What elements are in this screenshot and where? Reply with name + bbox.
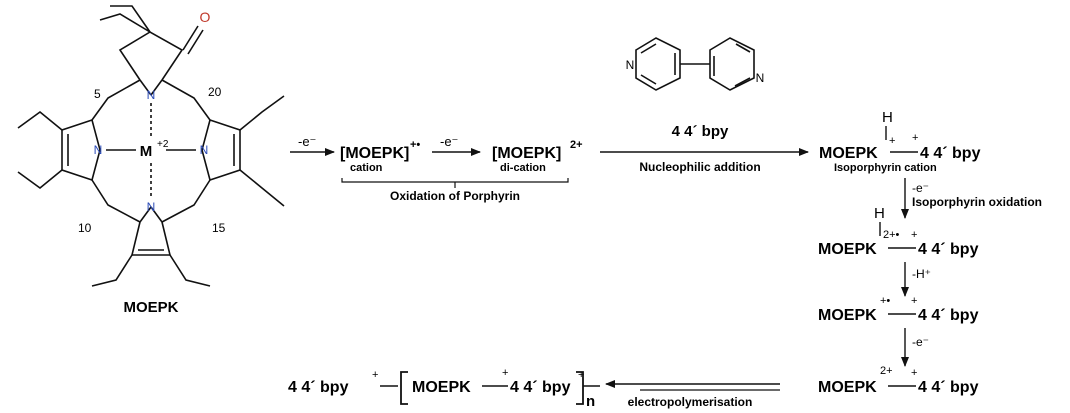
moepk-3: MOEPK — [818, 307, 877, 324]
dication-charge: 2+ — [570, 139, 583, 151]
bipyridine-label: 4 4´ bpy — [672, 123, 729, 140]
meso-label-15: 15 — [212, 221, 226, 235]
moepk-structure — [17, 5, 285, 287]
ethyl-top-2 — [110, 5, 151, 33]
plus-3: + — [911, 295, 917, 307]
meso-label-10: 10 — [78, 221, 92, 235]
pyrrole-top — [118, 31, 184, 81]
ethyl-right-2 — [239, 169, 285, 207]
isoporphyrin-cation-label: Isoporphyrin cation — [834, 162, 937, 174]
nitrogen-right: N — [200, 143, 209, 157]
ethyl-top-1 — [99, 13, 151, 33]
polymer-plus-1: + — [372, 369, 378, 381]
ethyl-bottom-1 — [91, 254, 133, 287]
plus-2: + — [911, 229, 917, 241]
pyrrole-bottom — [130, 221, 172, 256]
charge-3: +• — [880, 295, 890, 307]
meso-label-5: 5 — [94, 87, 101, 101]
electron-loss-3: -e⁻ — [912, 181, 929, 195]
metal-charge: +2 — [157, 139, 169, 150]
bpy-2: 4 4´ bpy — [918, 241, 979, 258]
radical-cation: [MOEPK] — [340, 145, 409, 162]
nitrogen-bottom: N — [147, 200, 156, 214]
plus-1b: + — [912, 132, 918, 144]
isoporphyrin-oxidation-label: Isoporphyrin oxidation — [912, 195, 1042, 209]
polymer-end-bpy: 4 4´ bpy — [288, 379, 349, 396]
dication-label: di-cation — [500, 162, 546, 174]
bpy-4: 4 4´ bpy — [918, 379, 979, 396]
nitrogen-left: N — [94, 143, 103, 157]
oxidation-label: Oxidation of Porphyrin — [390, 189, 520, 203]
pyrrole-right — [209, 119, 241, 181]
meso-20 — [161, 79, 211, 121]
meso-5 — [91, 79, 141, 121]
charge-2: 2+• — [883, 229, 900, 241]
ethyl-right-1 — [239, 95, 285, 131]
polymer-bracket-left — [400, 371, 408, 405]
polymer-bpy: 4 4´ bpy — [510, 379, 571, 396]
ketone-oxygen: O — [200, 9, 211, 25]
charge-4: 2+ — [880, 365, 893, 377]
moepk-name: MOEPK — [123, 299, 178, 316]
bipyridine-structure — [635, 37, 755, 91]
moepk-2: MOEPK — [818, 241, 877, 258]
oxidation-bracket — [341, 178, 569, 183]
polymer-bracket-right — [576, 371, 584, 405]
pyrrole-left — [61, 119, 93, 181]
hydrogen-1: H — [882, 109, 893, 126]
bpy-3: 4 4´ bpy — [918, 307, 979, 324]
carbonyl-bond — [182, 25, 199, 51]
bipyridine-nitrogen-right: N — [756, 71, 765, 85]
bipyridine-nitrogen-left: N — [626, 58, 635, 72]
dication: [MOEPK] — [492, 145, 561, 162]
electron-loss-1: -e⁻ — [298, 134, 316, 149]
metal-center: M — [140, 143, 153, 160]
polymer-plus-2: + — [502, 367, 508, 379]
electron-loss-4: -e⁻ — [912, 335, 929, 349]
bpy-1: 4 4´ bpy — [920, 145, 981, 162]
polymer-plus-3: + — [578, 369, 584, 381]
radical-cation-label: cation — [350, 162, 383, 174]
ethyl-left-1 — [17, 110, 63, 131]
plus-1a: + — [889, 135, 895, 147]
polymer-moepk: MOEPK — [412, 379, 471, 396]
nitrogen-top: N — [147, 88, 156, 102]
electropolymerisation-label: electropolymerisation — [628, 395, 753, 409]
hydrogen-2: H — [874, 205, 885, 222]
moepk-4: MOEPK — [818, 379, 877, 396]
moepk-1: MOEPK — [819, 145, 878, 162]
proton-loss: -H⁺ — [912, 267, 931, 281]
meso-label-20: 20 — [208, 85, 222, 99]
meso-15 — [161, 179, 211, 223]
ethyl-left-2 — [17, 169, 63, 190]
polymer-repeat: n — [586, 393, 595, 410]
ethyl-bottom-2 — [169, 254, 211, 287]
meso-10 — [91, 179, 141, 223]
electron-loss-2: -e⁻ — [440, 134, 458, 149]
carbonyl-bond-double — [187, 29, 204, 55]
plus-4: + — [911, 367, 917, 379]
nucleophilic-label: Nucleophilic addition — [639, 160, 760, 174]
radical-cation-charge: +• — [410, 139, 420, 151]
